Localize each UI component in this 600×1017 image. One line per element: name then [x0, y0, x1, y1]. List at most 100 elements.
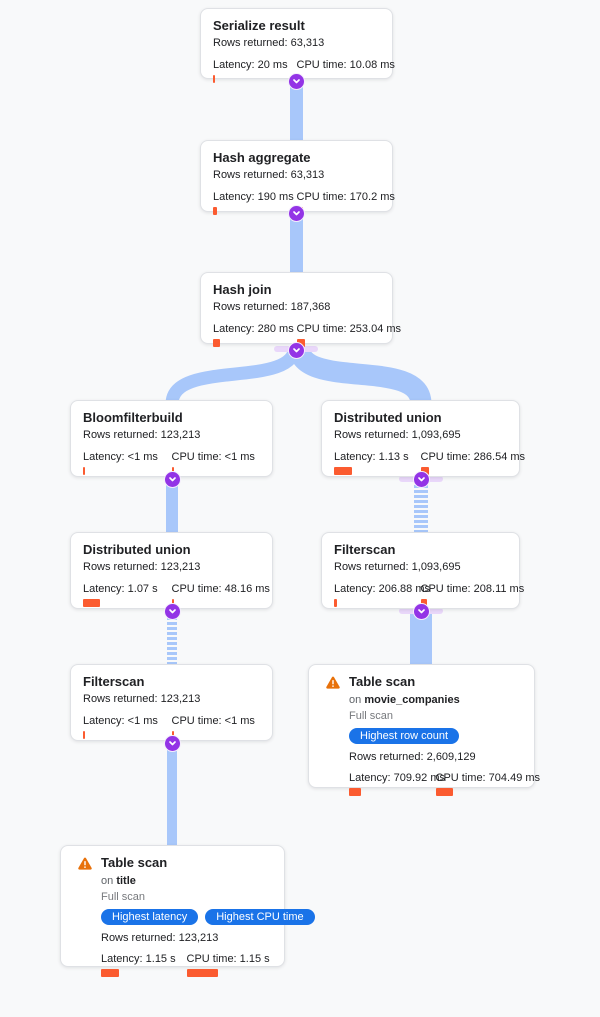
- table-name: title: [116, 875, 136, 887]
- chevron-down-icon: [169, 741, 176, 746]
- node-title: Bloomfilterbuild: [83, 410, 183, 425]
- metrics-row: Latency: 206.88 ms CPU time: 208.11 ms: [334, 583, 525, 607]
- rows-returned: Rows returned: 1,093,695: [334, 429, 461, 441]
- node-hash-join[interactable]: Hash join Rows returned: 187,368 Latency…: [200, 272, 401, 347]
- node-distributed-union-left[interactable]: Distributed union Rows returned: 123,213…: [70, 532, 273, 609]
- latency-label: Latency: 1.13 s: [334, 451, 409, 463]
- edge-bloomfilterbuild-to-distunion: [166, 477, 178, 533]
- node-title: Hash aggregate: [213, 150, 311, 165]
- cpu-time-metric: CPU time: 704.49 ms: [435, 772, 541, 796]
- highest-latency-badge: Highest latency: [101, 909, 199, 925]
- cpu-time-metric: CPU time: 208.11 ms: [420, 583, 525, 607]
- node-bloomfilterbuild[interactable]: Bloomfilterbuild Rows returned: 123,213 …: [70, 400, 273, 477]
- metrics-row: Latency: 190 ms CPU time: 170.2 ms: [213, 191, 395, 215]
- cpu-time-metric: CPU time: 48.16 ms: [171, 583, 270, 607]
- collapse-button-bloomfilterbuild[interactable]: [164, 471, 181, 488]
- scan-type: Full scan: [349, 710, 394, 722]
- latency-label: Latency: <1 ms: [83, 715, 158, 727]
- latency-label: Latency: 206.88 ms: [334, 583, 431, 595]
- node-hash-aggregate[interactable]: Hash aggregate Rows returned: 63,313 Lat…: [200, 140, 395, 215]
- latency-label: Latency: 1.07 s: [83, 583, 158, 595]
- latency-bar: [213, 75, 215, 83]
- node-table-scan-movie-companies[interactable]: Table scan on movie_companies Full scan …: [308, 664, 540, 796]
- collapse-button-serialize-result[interactable]: [288, 73, 305, 90]
- cpu-time-bar: [186, 969, 218, 977]
- cpu-time-metric: CPU time: <1 ms: [171, 451, 261, 475]
- latency-metric: Latency: <1 ms: [83, 451, 172, 475]
- metrics-row: Latency: 709.92 ms CPU time: 704.49 ms: [349, 772, 541, 796]
- on-prefix: on: [101, 875, 114, 887]
- latency-label: Latency: 190 ms: [213, 191, 294, 203]
- edge-distunion-left-to-filterscan: [167, 612, 177, 665]
- latency-label: Latency: 280 ms: [213, 323, 294, 335]
- scan-target: on title: [101, 875, 272, 888]
- edge-hashjoin-split: [165, 344, 432, 404]
- edge-filterscan-left-to-tablescan: [167, 741, 177, 846]
- edge-serialize-to-hashagg: [290, 78, 303, 141]
- latency-metric: Latency: 1.15 s: [101, 953, 187, 977]
- chevron-down-icon: [169, 477, 176, 482]
- latency-metric: Latency: 20 ms: [213, 59, 297, 83]
- chevron-down-icon: [169, 609, 176, 614]
- latency-metric: Latency: 190 ms: [213, 191, 297, 215]
- node-title: Serialize result: [213, 18, 305, 33]
- cpu-time-metric: CPU time: <1 ms: [171, 715, 261, 739]
- rows-returned: Rows returned: 2,609,129: [349, 751, 476, 763]
- latency-bar: [83, 599, 100, 607]
- cpu-time-label: CPU time: 170.2 ms: [296, 191, 395, 203]
- cpu-time-label: CPU time: 704.49 ms: [435, 772, 541, 784]
- collapse-button-distributed-union-right[interactable]: [413, 471, 430, 488]
- node-table-scan-title[interactable]: Table scan on title Full scan Highest la…: [60, 845, 315, 977]
- node-title: Filterscan: [83, 674, 145, 689]
- collapse-button-hash-join[interactable]: [288, 342, 305, 359]
- node-title: Table scan: [349, 674, 416, 689]
- metrics-row: Latency: 1.07 s CPU time: 48.16 ms: [83, 583, 270, 607]
- latency-bar: [213, 339, 220, 347]
- cpu-time-label: CPU time: 286.54 ms: [420, 451, 526, 463]
- warning-icon: [326, 676, 340, 689]
- cpu-time-label: CPU time: 208.11 ms: [420, 583, 525, 595]
- latency-metric: Latency: 1.13 s: [334, 451, 421, 475]
- edge-hashjoin-to-bloomfilterbuild: [165, 344, 302, 404]
- edge-hashagg-to-hashjoin: [290, 211, 303, 273]
- node-filterscan-left[interactable]: Filterscan Rows returned: 123,213 Latenc…: [70, 664, 273, 741]
- metrics-row: Latency: 280 ms CPU time: 253.04 ms: [213, 323, 401, 347]
- latency-label: Latency: 20 ms: [213, 59, 288, 71]
- latency-bar: [334, 467, 352, 475]
- badges-row: Highest row count: [349, 728, 522, 744]
- chevron-down-icon: [293, 79, 300, 84]
- cpu-time-metric: CPU time: 286.54 ms: [420, 451, 526, 475]
- metrics-row: Latency: 1.13 s CPU time: 286.54 ms: [334, 451, 526, 475]
- node-filterscan-right[interactable]: Filterscan Rows returned: 1,093,695 Late…: [321, 532, 525, 609]
- chevron-down-icon: [293, 348, 300, 353]
- collapse-button-filterscan-left[interactable]: [164, 735, 181, 752]
- badges-row: Highest latency Highest CPU time: [101, 909, 315, 925]
- chevron-down-icon: [293, 211, 300, 216]
- cpu-time-label: CPU time: <1 ms: [171, 715, 255, 727]
- cpu-time-label: CPU time: <1 ms: [171, 451, 255, 463]
- rows-returned: Rows returned: 187,368: [213, 301, 331, 313]
- cpu-time-metric: CPU time: 170.2 ms: [296, 191, 395, 215]
- collapse-button-distributed-union-left[interactable]: [164, 603, 181, 620]
- node-details: on title Full scan Highest latency Highe…: [101, 875, 315, 977]
- latency-metric: Latency: 206.88 ms: [334, 583, 431, 607]
- latency-bar: [349, 788, 361, 796]
- metrics-row: Latency: <1 ms CPU time: <1 ms: [83, 715, 260, 739]
- cpu-time-metric: CPU time: 10.08 ms: [296, 59, 395, 83]
- node-title: Table scan: [101, 855, 168, 870]
- latency-bar: [213, 207, 217, 215]
- cpu-time-bar: [435, 788, 453, 796]
- node-header: Table scan: [73, 855, 272, 871]
- collapse-button-filterscan-right[interactable]: [413, 603, 430, 620]
- latency-label: Latency: 709.92 ms: [349, 772, 446, 784]
- node-title: Filterscan: [334, 542, 396, 557]
- collapse-button-hash-aggregate[interactable]: [288, 205, 305, 222]
- node-title: Hash join: [213, 282, 272, 297]
- chevron-down-icon: [418, 477, 425, 482]
- latency-metric: Latency: 1.07 s: [83, 583, 172, 607]
- node-serialize-result[interactable]: Serialize result Rows returned: 63,313 L…: [200, 8, 395, 83]
- node-distributed-union-right[interactable]: Distributed union Rows returned: 1,093,6…: [321, 400, 526, 477]
- node-details: on movie_companies Full scan Highest row…: [349, 694, 541, 796]
- latency-metric: Latency: 709.92 ms: [349, 772, 446, 796]
